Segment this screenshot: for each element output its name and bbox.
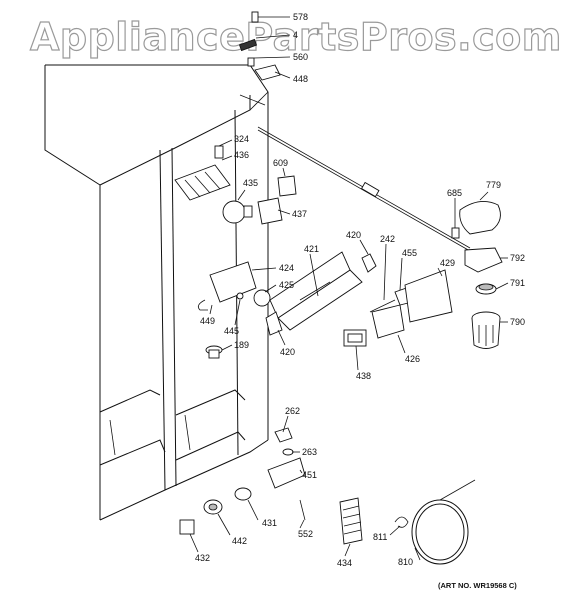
callout-263: 263	[302, 447, 317, 457]
callout-685: 685	[447, 188, 462, 198]
grille-434	[339, 497, 363, 545]
switch-modules	[343, 269, 453, 347]
callout-4: 4	[293, 30, 298, 40]
callout-429: 429	[440, 258, 455, 268]
callout-426: 426	[405, 354, 420, 364]
art-number: (ART NO. WR19568 C)	[438, 581, 517, 590]
callout-labels: 578 4 560 448 324 436 609 435 437 685 77…	[195, 12, 525, 568]
callout-790: 790	[510, 317, 525, 327]
plug-189	[205, 345, 223, 359]
callout-242: 242	[380, 234, 395, 244]
callout-448: 448	[293, 74, 308, 84]
callout-431: 431	[262, 518, 277, 528]
callout-552: 552	[298, 529, 313, 539]
callout-811: 811	[373, 532, 387, 542]
callout-455: 455	[402, 248, 417, 258]
tubing-coil	[394, 479, 476, 565]
callout-425: 425	[279, 280, 294, 290]
watermark-text: AppliancePartsPros.com	[30, 15, 562, 59]
control-housing	[265, 251, 377, 336]
top-hinge-parts	[238, 11, 281, 81]
callout-435: 435	[243, 178, 258, 188]
callout-434: 434	[337, 558, 352, 568]
callout-609: 609	[273, 158, 288, 168]
callout-451: 451	[302, 470, 317, 480]
callout-779: 779	[486, 180, 501, 190]
callout-189: 189	[234, 340, 249, 350]
callout-420-bottom: 420	[280, 347, 295, 357]
callout-432: 432	[195, 553, 210, 563]
callout-792: 792	[510, 253, 525, 263]
callout-442: 442	[232, 536, 247, 546]
thermostat-424	[197, 261, 271, 311]
callout-810: 810	[398, 557, 413, 567]
callout-791: 791	[510, 278, 525, 288]
water-tube	[257, 126, 471, 252]
callout-449: 449	[200, 316, 215, 326]
light-assembly	[174, 145, 297, 225]
callout-436: 436	[234, 150, 249, 160]
callout-578: 578	[293, 12, 308, 22]
dispenser-parts	[451, 201, 503, 349]
callout-438: 438	[356, 371, 371, 381]
callout-421: 421	[304, 244, 319, 254]
callout-420-top: 420	[346, 230, 361, 240]
callout-437: 437	[292, 209, 307, 219]
callout-324: 324	[234, 134, 249, 144]
callout-445: 445	[224, 326, 239, 336]
callout-560: 560	[293, 52, 308, 62]
lower-hinge-parts	[179, 427, 306, 535]
callout-262: 262	[285, 406, 300, 416]
leader-lines	[189, 16, 509, 561]
callout-424: 424	[279, 263, 294, 273]
